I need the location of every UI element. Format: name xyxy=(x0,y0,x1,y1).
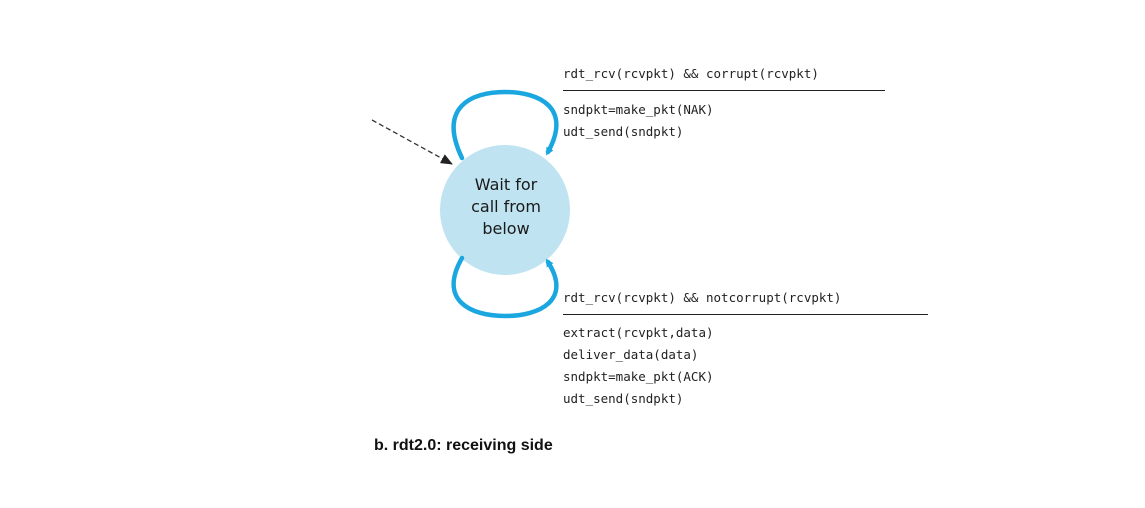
state-label-line: Wait for xyxy=(474,175,538,194)
bottom-transition-actions: extract(rcvpkt,data) deliver_data(data)sn… xyxy=(563,322,714,410)
figure-caption: b. rdt2.0: receiving side xyxy=(374,437,553,454)
action-line: udt_send(sndpkt) xyxy=(563,124,684,139)
state-label-line: call from xyxy=(471,197,541,216)
top-transition-event: rdt_rcv(rcvpkt) && corrupt(rcvpkt) xyxy=(563,66,819,81)
state-label: Wait for call from below xyxy=(444,174,568,240)
initial-state-arrow xyxy=(371,119,453,165)
bottom-transition-divider xyxy=(563,314,928,315)
self-loop-bottom-arrow xyxy=(451,255,559,319)
action-line: extract(rcvpkt,data) xyxy=(563,325,714,340)
bottom-transition-event: rdt_rcv(rcvpkt) && notcorrupt(rcvpkt) xyxy=(563,290,842,305)
top-transition-actions: sndpkt=make_pkt(NAK) udt_send(sndpkt) xyxy=(563,99,714,143)
top-transition-divider xyxy=(563,90,885,91)
action-line: deliver_data(data) xyxy=(563,347,699,362)
action-line: sndpkt=make_pkt(ACK) xyxy=(563,369,714,384)
state-label-line: below xyxy=(482,219,530,238)
self-loop-top-arrow xyxy=(451,89,559,161)
action-line: sndpkt=make_pkt(NAK) xyxy=(563,102,714,117)
action-line: udt_send(sndpkt) xyxy=(563,391,684,406)
state-wait-for-call-from-below xyxy=(440,145,570,275)
